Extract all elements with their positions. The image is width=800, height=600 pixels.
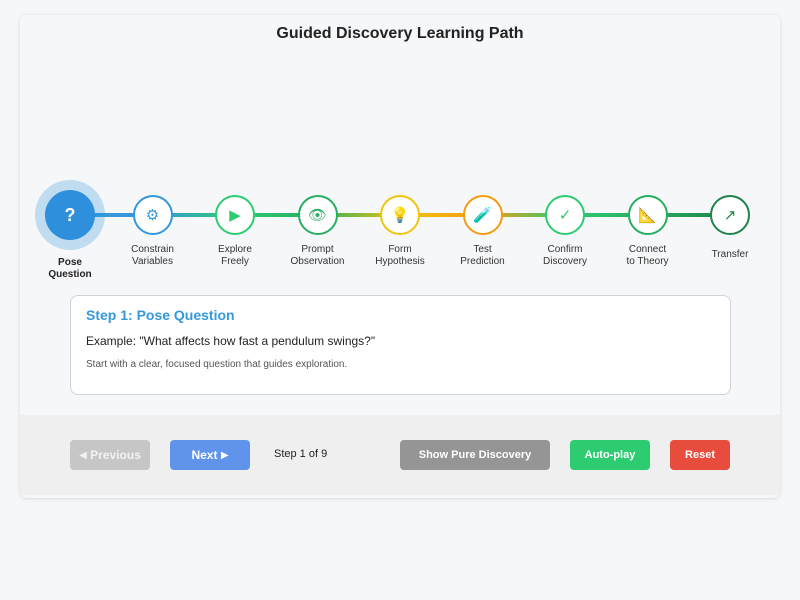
step-label: Transfer [711,249,749,260]
step-detail-example: Example: "What affects how fast a pendul… [86,334,376,348]
step-connector [400,213,483,217]
step-node-9[interactable]: ↗ [710,195,750,235]
step-node-4[interactable]: 👁 [297,195,338,235]
step-connector [317,213,400,217]
step-detail-description: Start with a clear, focused question tha… [86,359,348,370]
step-label: Constrain Variables [131,244,174,267]
test-tube-icon: 🧪 [473,207,492,224]
question-icon: ? [64,204,76,225]
step-label: Form Hypothesis [375,244,425,267]
step-detail-title: Step 1: Pose Question [86,307,235,323]
step-connector [235,213,318,217]
step-node-5[interactable]: 💡 [380,195,420,235]
lightbulb-icon: 💡 [390,207,410,224]
step-node-2[interactable]: ⚙ [132,195,173,235]
check-icon: ✓ [558,207,572,224]
arrow-up-right-icon: ↗ [723,207,737,224]
step-connector [70,213,153,217]
page-title: Guided Discovery Learning Path [276,25,524,42]
step-label: Test Prediction [460,244,505,267]
triangle-ruler-icon: 📐 [638,207,657,224]
control-bar: ◀ Previous Next ▶ Step 1 of 9 Show Pure … [20,415,780,495]
step-node-7[interactable]: ✓ [545,195,585,235]
step-connector [565,213,648,217]
step-connector [152,213,235,217]
next-button-label: Next [191,448,218,462]
step-label: Explore Freely [218,244,252,267]
chevron-left-icon: ◀ [79,449,87,461]
step-node-1[interactable]: ? [45,190,95,240]
step-node-3[interactable]: ▶ [215,195,255,235]
learning-path-card: Guided Discovery Learning Path 1?Pose Qu… [20,15,780,498]
step-connector [647,213,730,217]
step-label: Confirm Discovery [543,244,587,267]
step-node-8[interactable]: 📐 [627,195,668,235]
autoplay-button[interactable]: Auto-play [570,440,650,470]
learning-path: 1?Pose Question2⚙Constrain Variables3▶Ex… [20,15,780,285]
next-button[interactable]: Next ▶ [170,440,250,470]
step-connector [482,213,565,217]
eye-icon: 👁 [307,207,328,224]
step-node-6[interactable]: 🧪 [462,195,503,235]
step-counter: Step 1 of 9 [274,448,328,460]
previous-button-label: Previous [90,448,141,462]
step-label: Pose Question [48,257,92,280]
gear-icon: ⚙ [145,207,160,224]
reset-button[interactable]: Reset [670,440,730,470]
show-pure-discovery-button[interactable]: Show Pure Discovery [400,440,550,470]
play-icon: ▶ [229,207,241,224]
step-label: Prompt Observation [290,244,345,267]
previous-button[interactable]: ◀ Previous [70,440,150,470]
step-label: Connect to Theory [626,244,669,267]
step-detail-panel: Step 1: Pose Question Example: "What aff… [70,295,731,395]
chevron-right-icon: ▶ [220,449,229,461]
